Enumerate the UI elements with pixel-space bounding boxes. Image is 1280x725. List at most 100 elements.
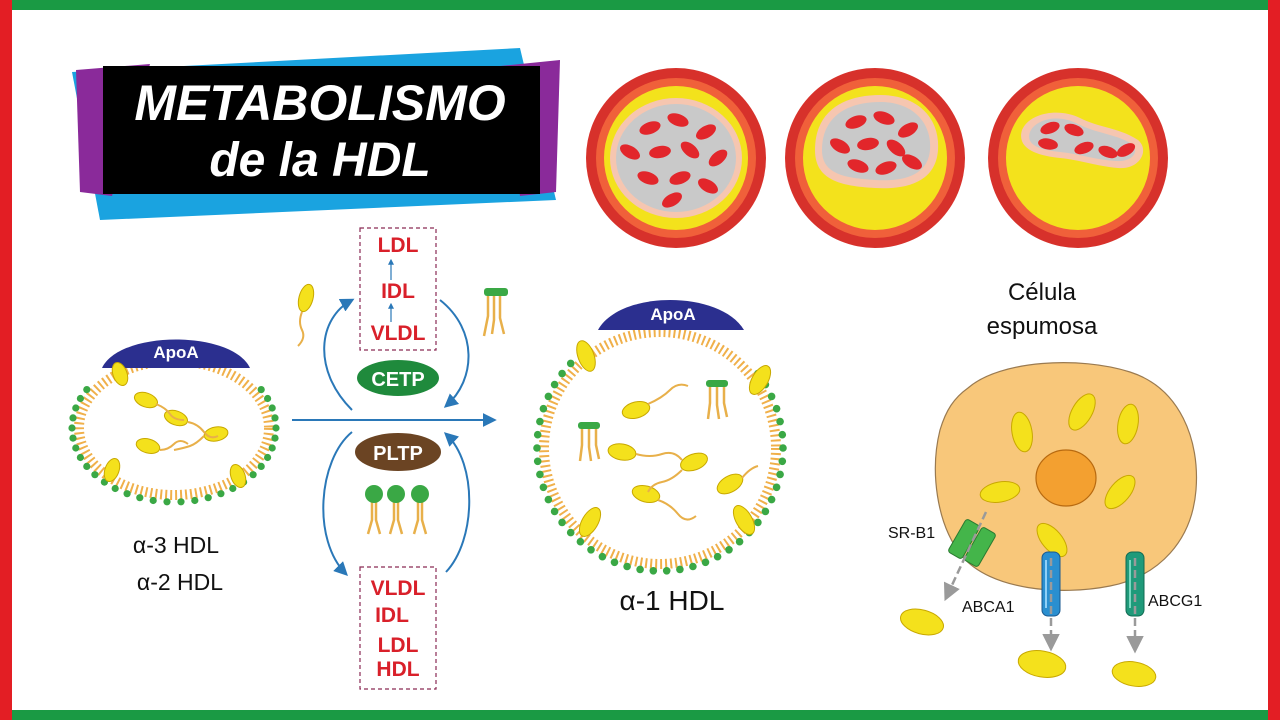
phospholipid-head bbox=[662, 567, 671, 575]
phospholipid-head bbox=[539, 483, 548, 492]
phospholipid-head bbox=[558, 369, 566, 378]
phospholipid-head bbox=[123, 490, 131, 498]
phospholipid-head bbox=[636, 565, 644, 574]
title-line-1: METABOLISMO bbox=[134, 75, 505, 131]
phospholipid-head bbox=[544, 392, 553, 401]
frame-top bbox=[0, 0, 1280, 10]
bottom-box-item-3: LDL bbox=[378, 634, 419, 657]
phospholipid-head bbox=[533, 457, 542, 466]
left-hdl-label-1: α-3 HDL bbox=[133, 532, 219, 558]
phospholipid-head bbox=[76, 453, 84, 462]
phospholipid-head bbox=[701, 558, 710, 567]
phospholipid-head bbox=[271, 434, 279, 442]
phospholipid-inner bbox=[578, 380, 729, 462]
artery-healthy bbox=[586, 68, 766, 248]
phospholipid-head bbox=[249, 471, 257, 479]
phospholipid-head bbox=[576, 537, 585, 546]
phospholipid-head bbox=[91, 471, 99, 479]
lipid-droplets bbox=[103, 361, 247, 489]
top-box-item-1: LDL bbox=[378, 234, 419, 257]
phospholipid-head bbox=[69, 414, 77, 422]
phospholipid-head bbox=[778, 457, 787, 466]
hdl-particle-small: ApoA α-3 HDL α-2 HDL bbox=[68, 339, 280, 595]
phospholipid-head bbox=[725, 546, 733, 554]
phospholipid-head bbox=[623, 562, 631, 571]
apoa-label: ApoA bbox=[153, 343, 198, 362]
phospholipid-head bbox=[268, 404, 276, 412]
bottom-box-item-2: IDL bbox=[375, 604, 409, 627]
frame-left bbox=[0, 0, 12, 720]
phospholipid-head bbox=[598, 552, 607, 561]
frame-bottom bbox=[0, 710, 1280, 720]
phospholipid-head bbox=[271, 414, 279, 422]
abcg1-label: ABCG1 bbox=[1148, 593, 1202, 610]
phospholipid-head bbox=[72, 444, 80, 452]
foam-cell-title-2: espumosa bbox=[987, 313, 1098, 340]
phospholipid-head bbox=[149, 496, 157, 505]
pltp-cycle-arrow-down bbox=[322, 431, 353, 576]
phospholipid-head bbox=[264, 453, 272, 462]
right-hdl-label: α-1 HDL bbox=[620, 585, 725, 616]
phospholipid-head bbox=[111, 484, 119, 493]
phospholipid-head bbox=[776, 470, 784, 479]
pltp-cycle-arrow-up bbox=[443, 432, 471, 573]
top-box-item-3: VLDL bbox=[371, 322, 426, 345]
phospholipid-head bbox=[776, 417, 784, 426]
phospholipid-head bbox=[229, 484, 237, 493]
cell-nucleus bbox=[1035, 449, 1097, 507]
phospholipid-head bbox=[83, 462, 91, 470]
lipid-tails bbox=[155, 403, 219, 451]
phospholipid-head bbox=[761, 507, 770, 516]
title-line-2: de la HDL bbox=[209, 134, 430, 187]
effluxed-lipid bbox=[900, 608, 944, 636]
phospholipid-head bbox=[767, 495, 776, 504]
phospholipid-head bbox=[778, 430, 787, 439]
phospholipid-head bbox=[544, 495, 553, 504]
phospholipid-head bbox=[83, 386, 91, 394]
phospholipid-head bbox=[536, 470, 544, 479]
cetp-enzyme bbox=[355, 358, 441, 398]
phospholipid-head bbox=[649, 567, 658, 575]
apoa-protein bbox=[598, 300, 744, 330]
phospholipid-head bbox=[68, 424, 76, 432]
hdl-particle-large: ApoA α-1 HDL bbox=[533, 300, 787, 616]
phospholipid-head bbox=[754, 518, 762, 527]
phospholipid-head bbox=[533, 444, 541, 452]
bottom-box-item-4: HDL bbox=[376, 658, 419, 681]
phospholipid-head bbox=[191, 496, 199, 505]
phospholipid-head bbox=[713, 552, 722, 561]
blood-cells bbox=[1038, 121, 1136, 159]
phospholipid-head bbox=[268, 444, 276, 452]
lipid-droplets bbox=[979, 393, 1139, 558]
phospholipid-head bbox=[587, 546, 595, 554]
artery-advanced-plaque bbox=[988, 68, 1168, 248]
cetp-cycle-arrow-down bbox=[439, 299, 470, 408]
bottom-lipoprotein-box bbox=[359, 566, 437, 690]
phospholipid-head bbox=[72, 404, 80, 412]
phospholipid-head bbox=[772, 404, 781, 413]
phospholipid-head bbox=[163, 498, 171, 506]
left-hdl-label-2: α-2 HDL bbox=[137, 569, 223, 595]
exchange-cycles: LDL IDL VLDL CETP PLTP bbox=[297, 227, 508, 690]
pltp-label: PLTP bbox=[373, 443, 423, 465]
phospholipid-head bbox=[257, 462, 265, 470]
phospholipid-head bbox=[689, 562, 697, 571]
phospholipid-head bbox=[533, 430, 542, 439]
srb1-label: SR-B1 bbox=[888, 525, 935, 542]
phospholipid-head bbox=[550, 380, 559, 389]
lipid-tails bbox=[635, 383, 759, 521]
effluxed-lipid bbox=[1111, 661, 1157, 687]
phospholipid-head bbox=[217, 490, 225, 498]
phospholipid-head bbox=[177, 498, 185, 506]
phospholipid-head bbox=[767, 392, 776, 401]
lipid-droplets bbox=[576, 340, 772, 537]
phospholipid-head bbox=[136, 494, 144, 502]
phospholipid-head bbox=[204, 494, 212, 502]
free-cholesterol bbox=[297, 283, 315, 347]
phospholipid-head bbox=[550, 507, 559, 516]
blood-cells bbox=[620, 113, 728, 208]
title-background bbox=[103, 66, 540, 194]
